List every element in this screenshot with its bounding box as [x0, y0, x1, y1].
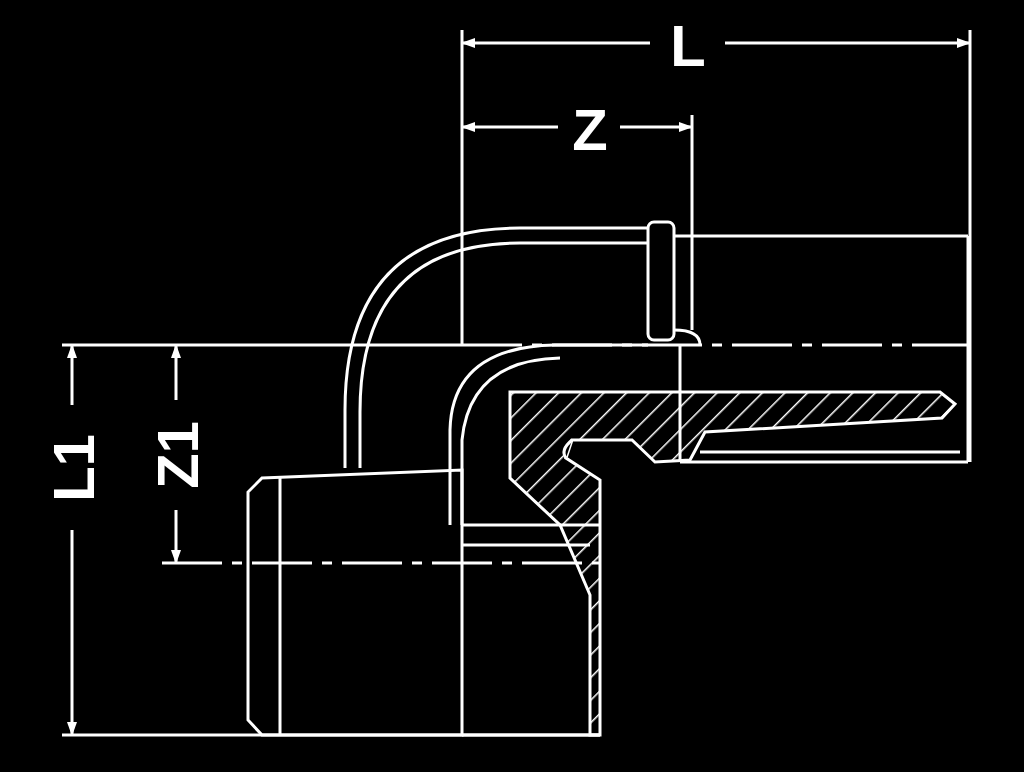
dimension-label: L1	[45, 430, 103, 506]
dimension-label: Z1	[149, 417, 207, 493]
dimension-label: Z	[568, 101, 611, 159]
dimension-label: L	[666, 17, 709, 75]
